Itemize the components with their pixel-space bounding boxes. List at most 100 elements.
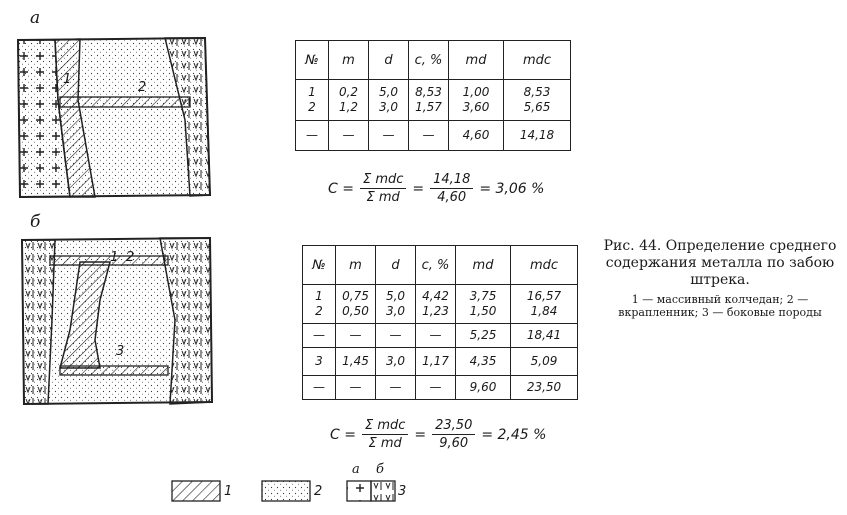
table-a: № m d c, % md mdc 1 2 0,2 1,2 5,0 3,0 8,…: [295, 40, 571, 151]
table-b-cell: 2: [315, 304, 323, 318]
formula-b: C = Σ mdc Σ md = 23,50 9,60 = 2,45 %: [330, 418, 546, 451]
table-b-header-row: № m d c, % md mdc: [302, 245, 578, 285]
table-b-cell: —: [375, 323, 416, 348]
table-a-cell: 8,53: [415, 85, 442, 99]
table-a-header-mdc: mdc: [503, 40, 571, 80]
table-b-header-m: m: [335, 245, 376, 285]
sketch-a: [16, 36, 212, 199]
table-b-cell: —: [302, 323, 336, 348]
table-a-cell: 1,57: [415, 100, 442, 114]
legend-sub-b: б: [376, 462, 384, 477]
table-b-row-3: 3 1,45 3,0 1,17 4,35 5,09: [302, 347, 578, 376]
side-rock-right: [159, 237, 213, 405]
table-b-header-c: c, %: [415, 245, 456, 285]
formula-b-den2: 9,60: [439, 436, 469, 451]
panel-letter-b: б: [30, 212, 41, 232]
table-b-cell: 23,50: [510, 375, 578, 400]
table-b-cell: —: [415, 375, 456, 400]
drift-channel-b-top: [49, 255, 169, 266]
table-b-cell: —: [335, 375, 376, 400]
sketch-a-label-1: 1: [63, 72, 72, 87]
table-b-cell: —: [335, 323, 376, 348]
table-b-cell: 1,45: [335, 347, 376, 376]
table-a-total-row: — — — — 4,60 14,18: [295, 120, 571, 151]
legend-swatch-3b: [370, 480, 396, 502]
table-b-cell: 0,75: [342, 289, 369, 303]
table-a-header-md: md: [448, 40, 504, 80]
table-b: № m d c, % md mdc 1 2 0,75 0,50 5,0 3,0 …: [302, 245, 578, 400]
formula-a-eq: =: [412, 180, 425, 197]
table-b-header-md: md: [455, 245, 511, 285]
table-b-subtotal-row: — — — — 5,25 18,41: [302, 323, 578, 348]
sketch-b-label-3: 3: [116, 344, 125, 359]
table-a-cell: —: [328, 120, 369, 151]
table-b-cell: 1: [315, 289, 323, 303]
table-a-cell: 3,60: [462, 100, 490, 114]
table-b-cell: 3,0: [385, 304, 406, 318]
table-b-cell: —: [415, 323, 456, 348]
table-b-cell: 1,50: [469, 304, 497, 318]
table-a-header-c: c, %: [408, 40, 449, 80]
caption-title: Рис. 44. Определение среднего содержания…: [603, 238, 837, 288]
legend-swatch-1: [171, 480, 221, 502]
table-b-data-group: 1 2 0,75 0,50 5,0 3,0 4,42 1,23 3,75 1,5…: [302, 284, 578, 324]
table-a-cell: 0,2: [338, 85, 359, 99]
table-b-cell: 5,0: [385, 289, 406, 303]
legend-swatch-3a: [346, 480, 372, 502]
table-b-cell: 5,09: [510, 347, 578, 376]
table-b-cell: 5,25: [455, 323, 511, 348]
panel-letter-a: а: [30, 8, 41, 28]
formula-a-lhs: C =: [328, 180, 354, 197]
table-a-cell: 2: [308, 100, 316, 114]
table-b-cell: 4,35: [455, 347, 511, 376]
table-b-cell: —: [302, 375, 336, 400]
table-a-cell: 5,65: [523, 100, 551, 114]
table-a-cell: —: [408, 120, 449, 151]
table-b-cell: 18,41: [510, 323, 578, 348]
formula-b-lhs: C =: [330, 426, 356, 443]
formula-a-den1: Σ md: [366, 190, 400, 205]
table-a-data-group: 1 2 0,2 1,2 5,0 3,0 8,53 1,57 1,00 3,60 …: [295, 79, 571, 121]
sketch-b-label-2: 2: [126, 250, 135, 265]
table-b-header-d: d: [375, 245, 416, 285]
table-b-cell: —: [375, 375, 416, 400]
formula-b-result: = 2,45 %: [481, 426, 547, 443]
side-rock-left: [21, 239, 56, 405]
sketch-b: [20, 236, 214, 406]
sketch-b-label-1: 1: [110, 250, 119, 265]
legend-label-3: 3: [398, 484, 407, 499]
formula-a-den2: 4,60: [437, 190, 467, 205]
table-b-header-mdc: mdc: [510, 245, 578, 285]
formula-a-num2: 14,18: [430, 172, 474, 189]
table-b-cell: 3,0: [375, 347, 416, 376]
sketch-a-label-2: 2: [138, 80, 147, 95]
table-b-total-row: — — — — 9,60 23,50: [302, 375, 578, 400]
table-a-cell: 3,0: [378, 100, 399, 114]
table-a-cell: 1,00: [462, 85, 490, 99]
table-a-header-row: № m d c, % md mdc: [295, 40, 571, 80]
table-b-cell: 9,60: [455, 375, 511, 400]
legend-label-1: 1: [224, 484, 233, 499]
table-a-cell: 14,18: [503, 120, 571, 151]
drift-channel-a: [59, 96, 191, 108]
legend-label-2: 2: [314, 484, 323, 499]
formula-a-result: = 3,06 %: [479, 180, 545, 197]
table-a-header-num: №: [295, 40, 329, 80]
legend-swatch-2: [261, 480, 311, 502]
table-a-header-d: d: [368, 40, 409, 80]
caption-legend-text: 1 — массивный колчедан; 2 — вкрапленник;…: [618, 293, 822, 319]
table-a-cell: 1,2: [338, 100, 359, 114]
drift-channel-b-bottom: [59, 365, 169, 376]
formula-a-fraction-symbolic: Σ mdc Σ md: [359, 172, 407, 205]
table-b-header-num: №: [302, 245, 336, 285]
table-a-cell: 1: [308, 85, 316, 99]
formula-b-num2: 23,50: [432, 418, 476, 435]
table-b-cell: 16,57: [526, 289, 562, 303]
formula-a: C = Σ mdc Σ md = 14,18 4,60 = 3,06 %: [328, 172, 544, 205]
formula-a-num1: Σ mdc: [359, 172, 407, 189]
legend-swatches: [171, 480, 396, 502]
table-b-cell: 3,75: [469, 289, 497, 303]
table-a-cell: 5,0: [378, 85, 399, 99]
formula-b-fraction-numeric: 23,50 9,60: [432, 418, 476, 451]
